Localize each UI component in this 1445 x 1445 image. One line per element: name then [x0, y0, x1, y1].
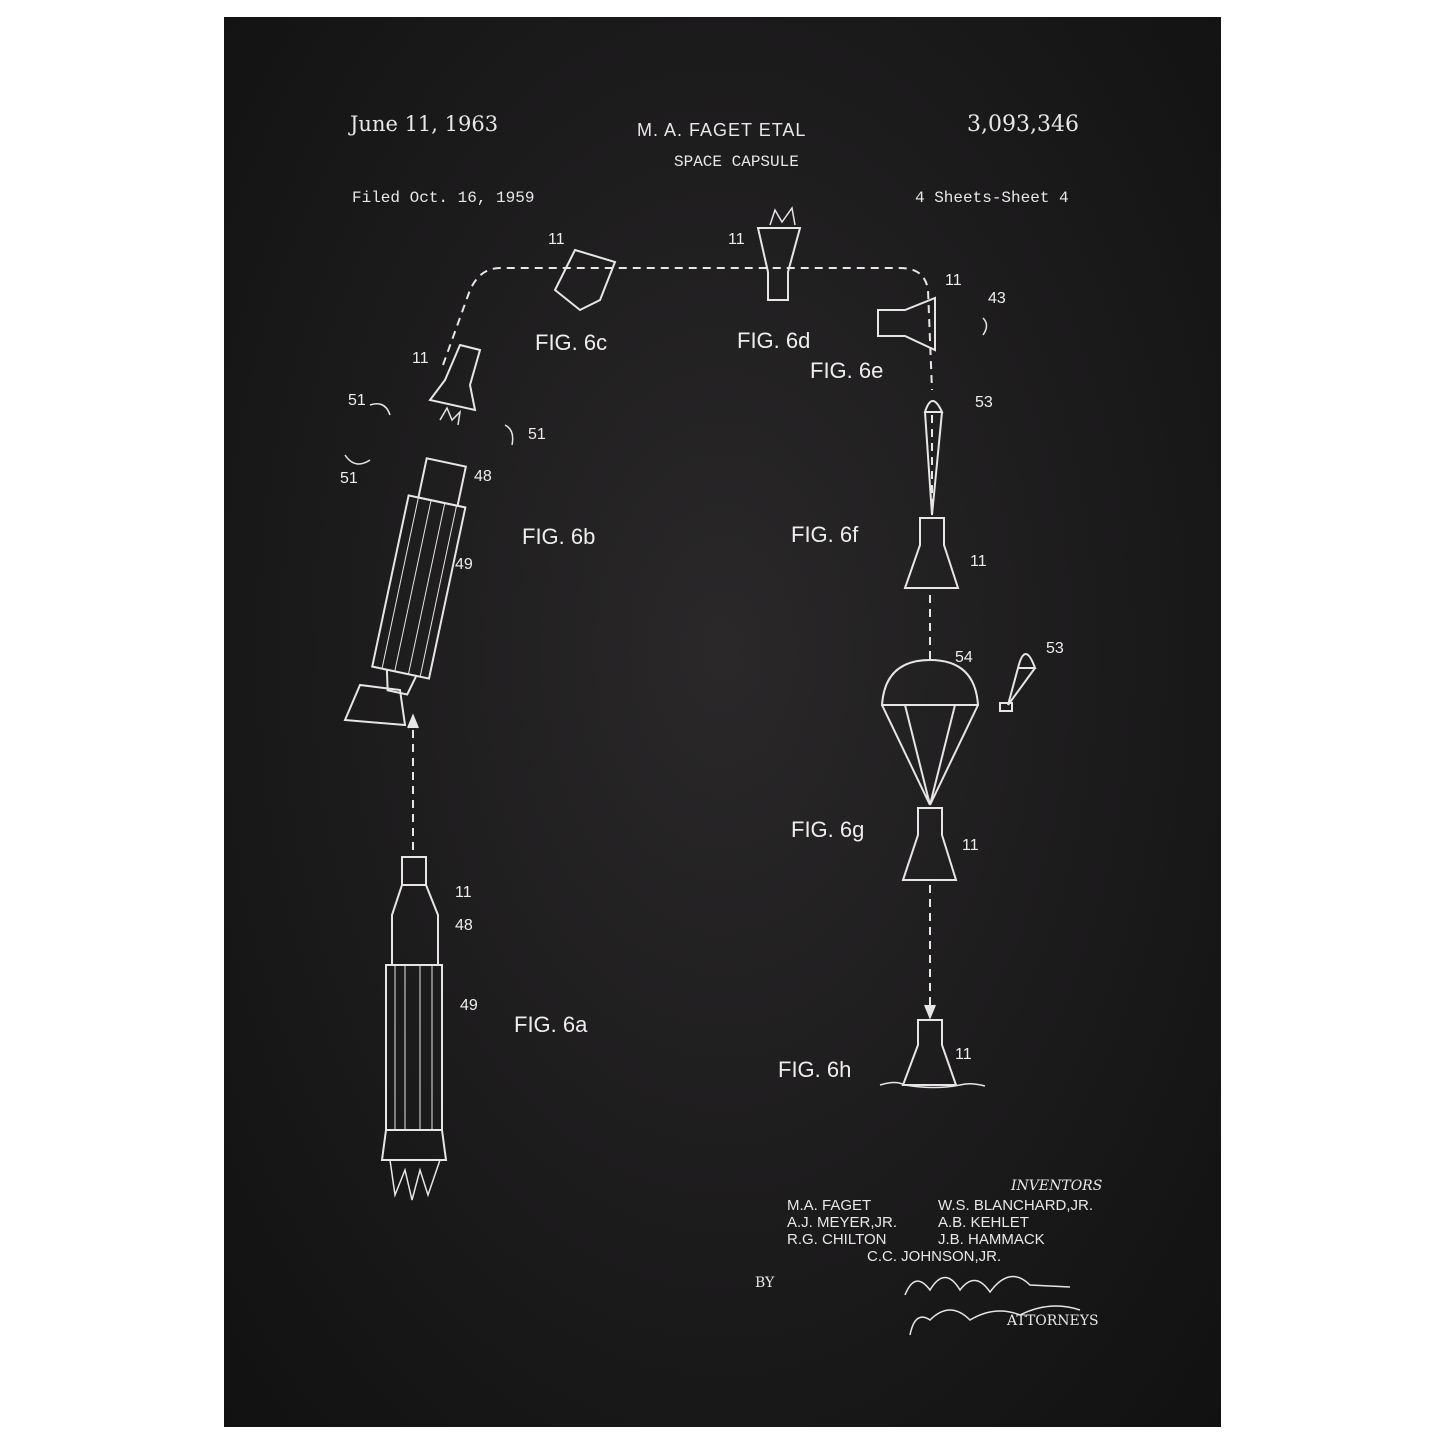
- inventors-col1: M.A. FAGET A.J. MEYER,JR. R.G. CHILTON: [787, 1197, 897, 1248]
- ref-51: 51: [348, 392, 366, 409]
- capsule-6h: [901, 1019, 958, 1086]
- inventor-name: M.A. FAGET: [787, 1197, 872, 1214]
- detached-drogue: [1007, 653, 1037, 706]
- fig-6c-label: FIG. 6c: [535, 330, 608, 355]
- fig-6e-label: FIG. 6e: [810, 358, 884, 383]
- main-chute: [880, 658, 980, 806]
- ref-11: 11: [955, 1046, 972, 1063]
- ref-11: 11: [548, 231, 565, 248]
- signature: [904, 1275, 1081, 1336]
- escape-tower: [343, 683, 407, 727]
- inventor-name: A.J. MEYER,JR.: [787, 1214, 898, 1231]
- capsule-6d: [756, 227, 802, 301]
- water-surface: [879, 1081, 986, 1089]
- rocket-marker-icon: [344, 403, 514, 465]
- ref-54: 54: [955, 649, 973, 666]
- inventor-short: M. A. FAGET ETAL: [637, 120, 807, 140]
- fig-6g-label: FIG. 6g: [791, 817, 865, 842]
- ref-43: 43: [988, 290, 1006, 307]
- ref-11: 11: [945, 272, 962, 289]
- capsule-6e: [877, 296, 936, 352]
- burst-icon: [769, 206, 796, 226]
- fig-6f-label: FIG. 6f: [791, 522, 859, 547]
- ref-48: 48: [474, 468, 492, 485]
- fig-6b-label: FIG. 6b: [522, 524, 596, 549]
- attorneys-label: ATTORNEYS: [1007, 1313, 1099, 1329]
- arrow-icon: [924, 1004, 936, 1020]
- inventor-name: W.S. BLANCHARD,JR.: [938, 1197, 1094, 1214]
- rocket-6b: [371, 457, 468, 696]
- inventors-heading: INVENTORS: [1011, 1178, 1103, 1194]
- ref-11: 11: [728, 231, 745, 248]
- patent-sheet: [224, 17, 1221, 1427]
- flight-path: [442, 267, 933, 1010]
- arrow-icon: [407, 713, 419, 729]
- fig-6d-label: FIG. 6d: [737, 328, 811, 353]
- filed-date: Filed Oct. 16, 1959: [352, 189, 535, 207]
- patent-date: June 11, 1963: [350, 112, 499, 136]
- ref-11: 11: [970, 553, 987, 570]
- ref-51: 51: [528, 426, 546, 443]
- inventors-col2: W.S. BLANCHARD,JR. A.B. KEHLET J.B. HAMM…: [938, 1197, 1093, 1248]
- ref-48: 48: [455, 917, 473, 934]
- ref-11: 11: [962, 837, 979, 854]
- fig-6h-label: FIG. 6h: [778, 1057, 852, 1082]
- ref-49: 49: [460, 997, 478, 1014]
- ref-49: 49: [455, 556, 473, 573]
- ref-11: 11: [412, 350, 429, 367]
- retro-pack: [982, 317, 988, 336]
- rocket-6a: [380, 856, 448, 1201]
- by-label: BY: [755, 1275, 775, 1291]
- drogue-chute: [923, 400, 944, 516]
- detached-drogue-cover: [999, 702, 1013, 712]
- escape-capsule: [428, 343, 482, 426]
- sheet-count: 4 Sheets-Sheet 4: [915, 189, 1069, 207]
- ref-53: 53: [975, 394, 993, 411]
- capsule-6g: [901, 807, 958, 881]
- inventor-name: A.B. KEHLET: [938, 1214, 1029, 1231]
- ref-11: 11: [455, 884, 472, 901]
- fig-6a-label: FIG. 6a: [514, 1012, 588, 1037]
- ref-51: 51: [340, 470, 358, 487]
- inventor-name: J.B. HAMMACK: [938, 1231, 1045, 1248]
- capsule-6f: [903, 517, 960, 589]
- capsule-6c: [553, 248, 617, 312]
- inventor-name: R.G. CHILTON: [787, 1231, 887, 1248]
- ref-53: 53: [1046, 640, 1064, 657]
- inventor-name: C.C. JOHNSON,JR.: [867, 1248, 1002, 1265]
- patent-title: SPACE CAPSULE: [674, 153, 799, 171]
- patent-number: 3,093,346: [967, 112, 1079, 137]
